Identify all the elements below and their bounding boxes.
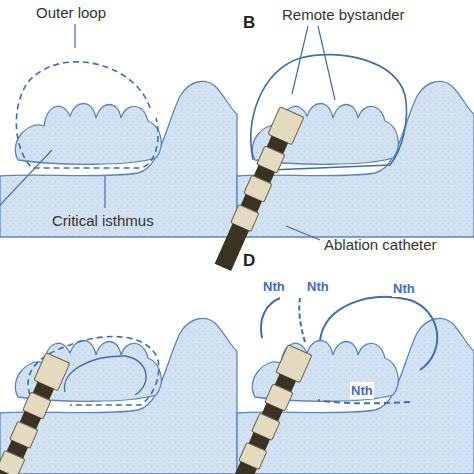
cycle-label: Nth: [392, 280, 416, 297]
panel-letter: B: [243, 14, 255, 31]
annotation-label: Ablation catheter: [324, 236, 437, 253]
cycle-label: Nth: [350, 382, 374, 399]
cycle-label: Nth: [262, 278, 286, 295]
cycle-label: Nth: [306, 278, 330, 295]
annotation-label: Remote bystander: [282, 6, 405, 23]
annotation-label: Critical isthmus: [52, 212, 154, 229]
panel-letter: D: [243, 252, 255, 269]
annotation-label: Outer loop: [36, 4, 106, 21]
